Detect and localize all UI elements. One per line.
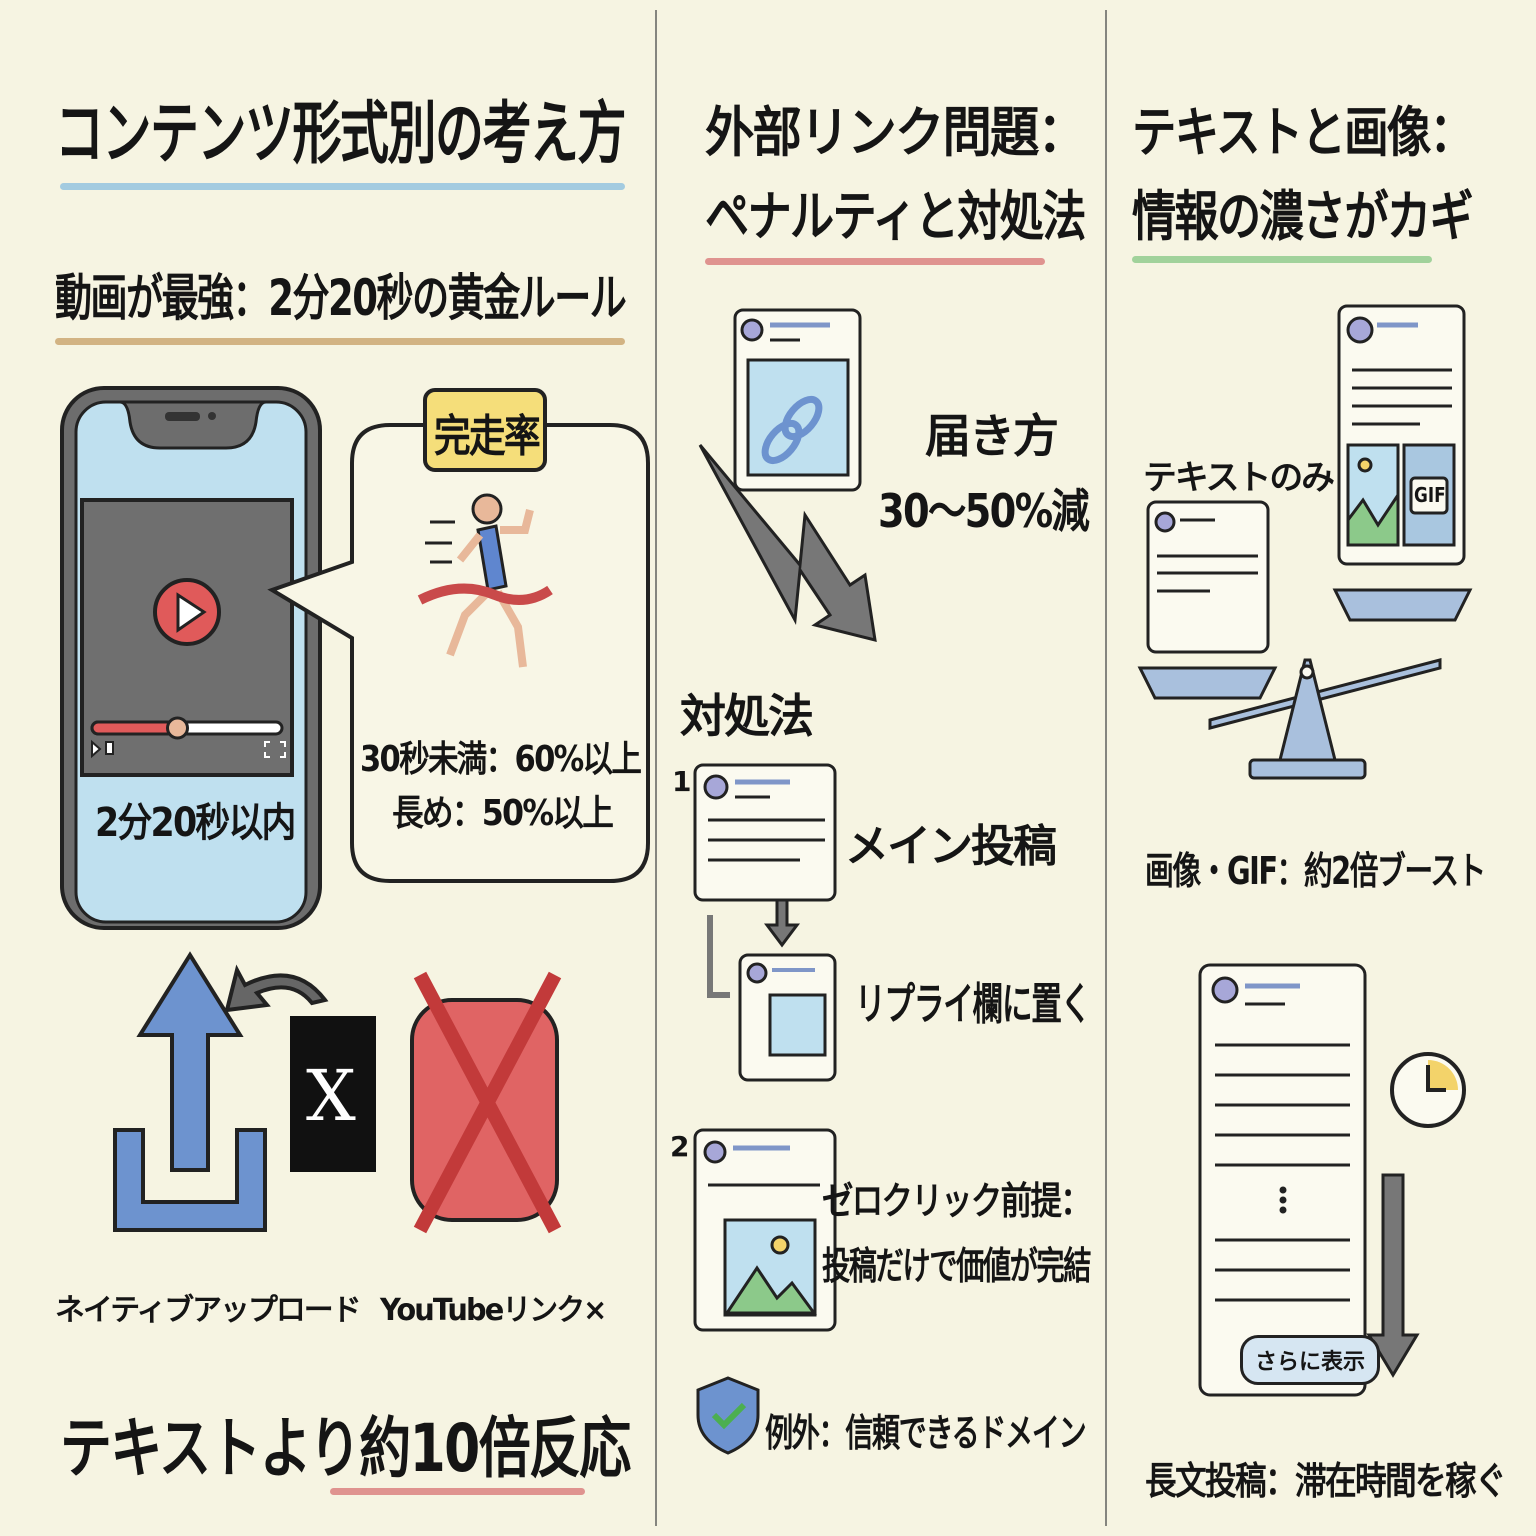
long-post-label: 長文投稿：滞在時間を稼ぐ xyxy=(1145,1459,1507,1503)
step2-line1: ゼロクリック前提： xyxy=(822,1179,1092,1223)
down-trend-arrow xyxy=(698,444,877,643)
step2-number: 2 xyxy=(670,1130,689,1163)
stat-short-video: 30秒未満：60%以上 xyxy=(360,739,642,780)
shield-check-icon xyxy=(696,1376,760,1455)
scroll-down-arrow xyxy=(1366,1173,1420,1378)
col2-title-line2: ペナルティと対処法 xyxy=(705,185,1086,248)
step2-line2: 投稿だけで価値が完結 xyxy=(822,1244,1092,1288)
arrow-bent-icon xyxy=(707,915,730,998)
col2-title-line1: 外部リンク問題： xyxy=(705,101,1087,164)
title-underline xyxy=(60,183,625,190)
link-post-card xyxy=(733,308,862,492)
column-divider xyxy=(655,10,657,1526)
reach-reduction: 30〜50%減 xyxy=(878,484,1090,538)
reply-post-card xyxy=(738,953,837,1082)
subtitle-underline xyxy=(55,338,625,345)
column-divider xyxy=(1105,10,1107,1526)
step1-reply-slot: リプライ欄に置く xyxy=(855,979,1091,1030)
gif-label: GIF xyxy=(1414,483,1446,507)
zero-click-post-card xyxy=(693,1128,837,1332)
text-only-post xyxy=(1146,500,1270,654)
arrow-down-icon xyxy=(764,898,800,948)
balance-scale-illustration xyxy=(1137,304,1473,780)
phone-caption: 2分20秒以内 xyxy=(95,800,296,846)
bottom-underline xyxy=(330,1488,585,1495)
x-logo-box xyxy=(290,1016,376,1172)
step1-main-post: メイン投稿 xyxy=(845,821,1057,872)
bottom-headline: テキストより約10倍反応 xyxy=(60,1410,631,1487)
long-post-card xyxy=(1198,963,1367,1397)
completion-rate-badge: 完走率 xyxy=(434,411,541,462)
speech-bubble xyxy=(267,388,650,883)
runner-icon xyxy=(417,493,553,668)
text-only-label: テキストのみ xyxy=(1143,458,1335,498)
solutions-heading: 対処法 xyxy=(680,689,814,743)
col3-title-line1: テキストと画像： xyxy=(1132,101,1474,164)
native-upload-label: ネイティブアップロード xyxy=(55,1293,362,1328)
youtube-crossed-icon xyxy=(410,971,562,1234)
x-logo: X xyxy=(306,1055,356,1137)
upload-icon xyxy=(113,951,329,1232)
main-post-card xyxy=(693,763,837,902)
stat-long-video: 長め：50%以上 xyxy=(392,793,614,834)
col3-title-underline xyxy=(1132,256,1432,263)
reach-label: 届き方 xyxy=(925,409,1059,463)
col2-title-underline xyxy=(705,258,1045,265)
exception-note: 例外：信頼できるドメイン xyxy=(765,1411,1087,1455)
clock-icon xyxy=(1390,1052,1466,1128)
youtube-link-label: YouTubeリンク× xyxy=(380,1293,607,1328)
image-boost-label: 画像・GIF：約2倍ブースト xyxy=(1145,849,1486,893)
badge-box xyxy=(423,388,547,472)
show-more-button[interactable]: さらに表示 xyxy=(1240,1335,1381,1385)
col3-title-line2: 情報の濃さがカギ xyxy=(1132,185,1474,248)
phone-illustration xyxy=(60,386,322,930)
step1-number: 1 xyxy=(672,765,691,798)
